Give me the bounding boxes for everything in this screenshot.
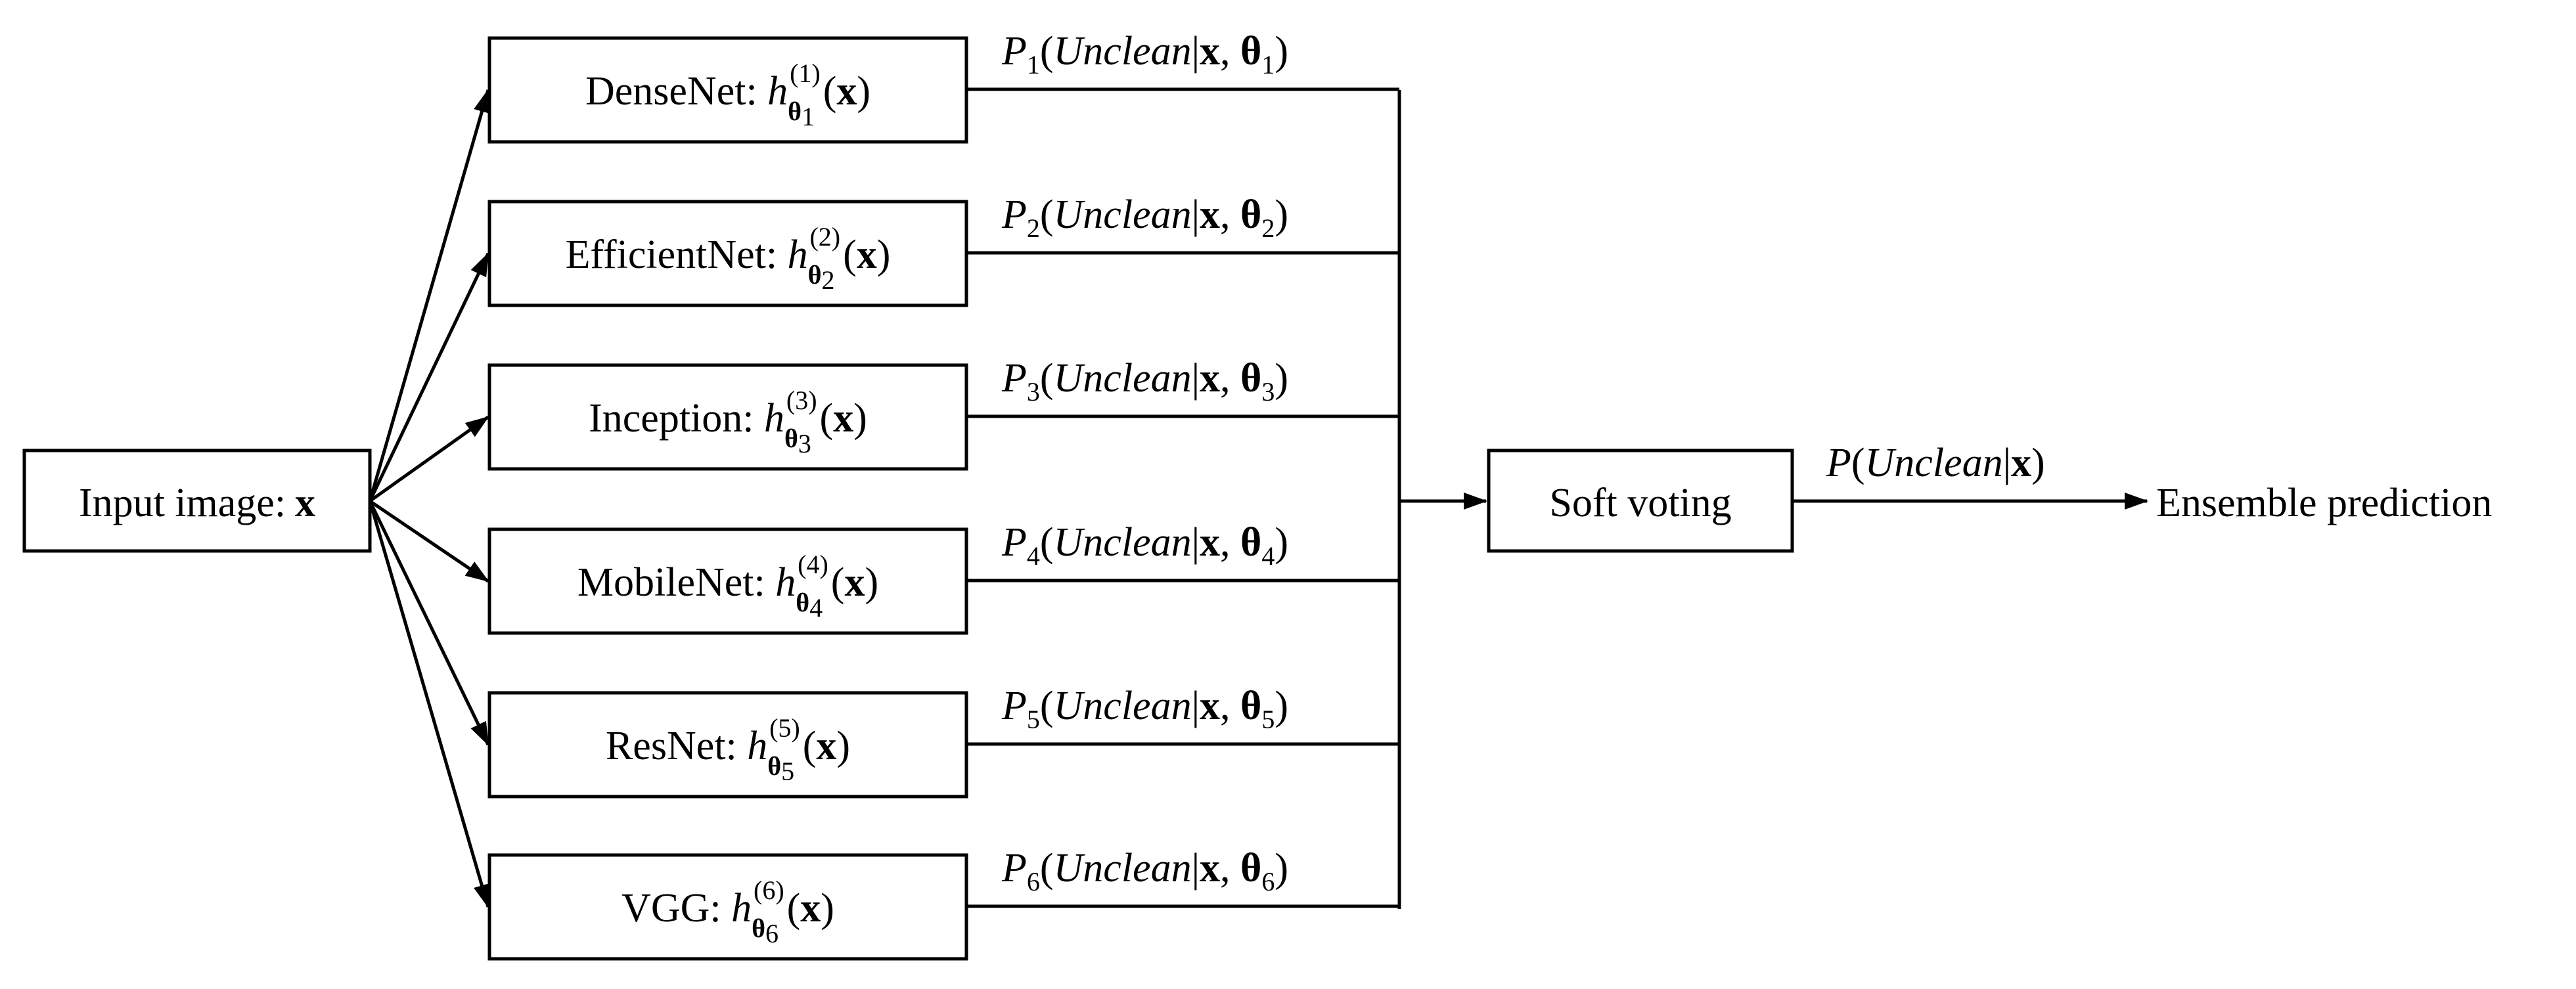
ensemble-prediction-label: Ensemble prediction <box>2156 481 2492 525</box>
model-label: ResNet: hθ5(5)(x) <box>606 713 850 786</box>
model-box <box>487 527 968 635</box>
model-probability-label: P1(Unclean|x, θ1) <box>1001 29 1288 79</box>
model-label: DenseNet: hθ1(1)(x) <box>585 58 870 131</box>
final-probability-label: P(Unclean|x) <box>1826 441 2045 485</box>
soft-voting-label: Soft voting <box>1549 481 1731 525</box>
model-label: VGG: hθ6(6)(x) <box>621 875 834 948</box>
input-to-model-arrow <box>368 500 490 908</box>
input-to-model-arrow <box>368 500 490 746</box>
model-box <box>487 200 968 307</box>
input-to-model-arrow <box>369 415 489 503</box>
model-probability-label: P5(Unclean|x, θ5) <box>1001 684 1288 734</box>
model-probability-label: P4(Unclean|x, θ4) <box>1001 520 1288 571</box>
input-node: Input image:x <box>22 449 372 553</box>
model-box <box>487 36 968 144</box>
model-node: MobileNet: hθ4(4)(x) P4(Unclean|x, θ4) <box>369 499 1399 635</box>
model-label: Inception: hθ3(3)(x) <box>589 385 867 458</box>
model-node: Inception: hθ3(3)(x) P3(Unclean|x, θ3) <box>369 356 1399 503</box>
model-node: ResNet: hθ5(5)(x) P5(Unclean|x, θ5) <box>368 500 1399 799</box>
input-to-model-arrow <box>368 252 490 502</box>
voting-node: Soft voting <box>1487 449 1794 553</box>
model-node: EfficientNet: hθ2(2)(x) P2(Unclean|x, θ2) <box>368 192 1399 502</box>
model-box <box>487 691 968 799</box>
model-node: VGG: hθ6(6)(x) P6(Unclean|x, θ6) <box>368 500 1399 961</box>
model-node: DenseNet: hθ1(1)(x) P1(Unclean|x, θ1) <box>368 29 1399 502</box>
model-label: MobileNet: hθ4(4)(x) <box>577 550 878 623</box>
models-layer: DenseNet: hθ1(1)(x) P1(Unclean|x, θ1) Effi… <box>368 29 1399 961</box>
model-box <box>487 853 968 961</box>
input-label: Input image:x <box>79 481 315 525</box>
model-probability-label: P3(Unclean|x, θ3) <box>1001 356 1288 407</box>
model-probability-label: P6(Unclean|x, θ6) <box>1001 846 1288 896</box>
model-probability-label: P2(Unclean|x, θ2) <box>1001 192 1288 243</box>
input-box <box>22 449 372 553</box>
input-to-model-arrow <box>368 89 491 502</box>
input-to-model-arrow <box>369 499 489 583</box>
soft-voting-box <box>1487 449 1794 553</box>
model-label: EfficientNet: hθ2(2)(x) <box>566 222 891 295</box>
